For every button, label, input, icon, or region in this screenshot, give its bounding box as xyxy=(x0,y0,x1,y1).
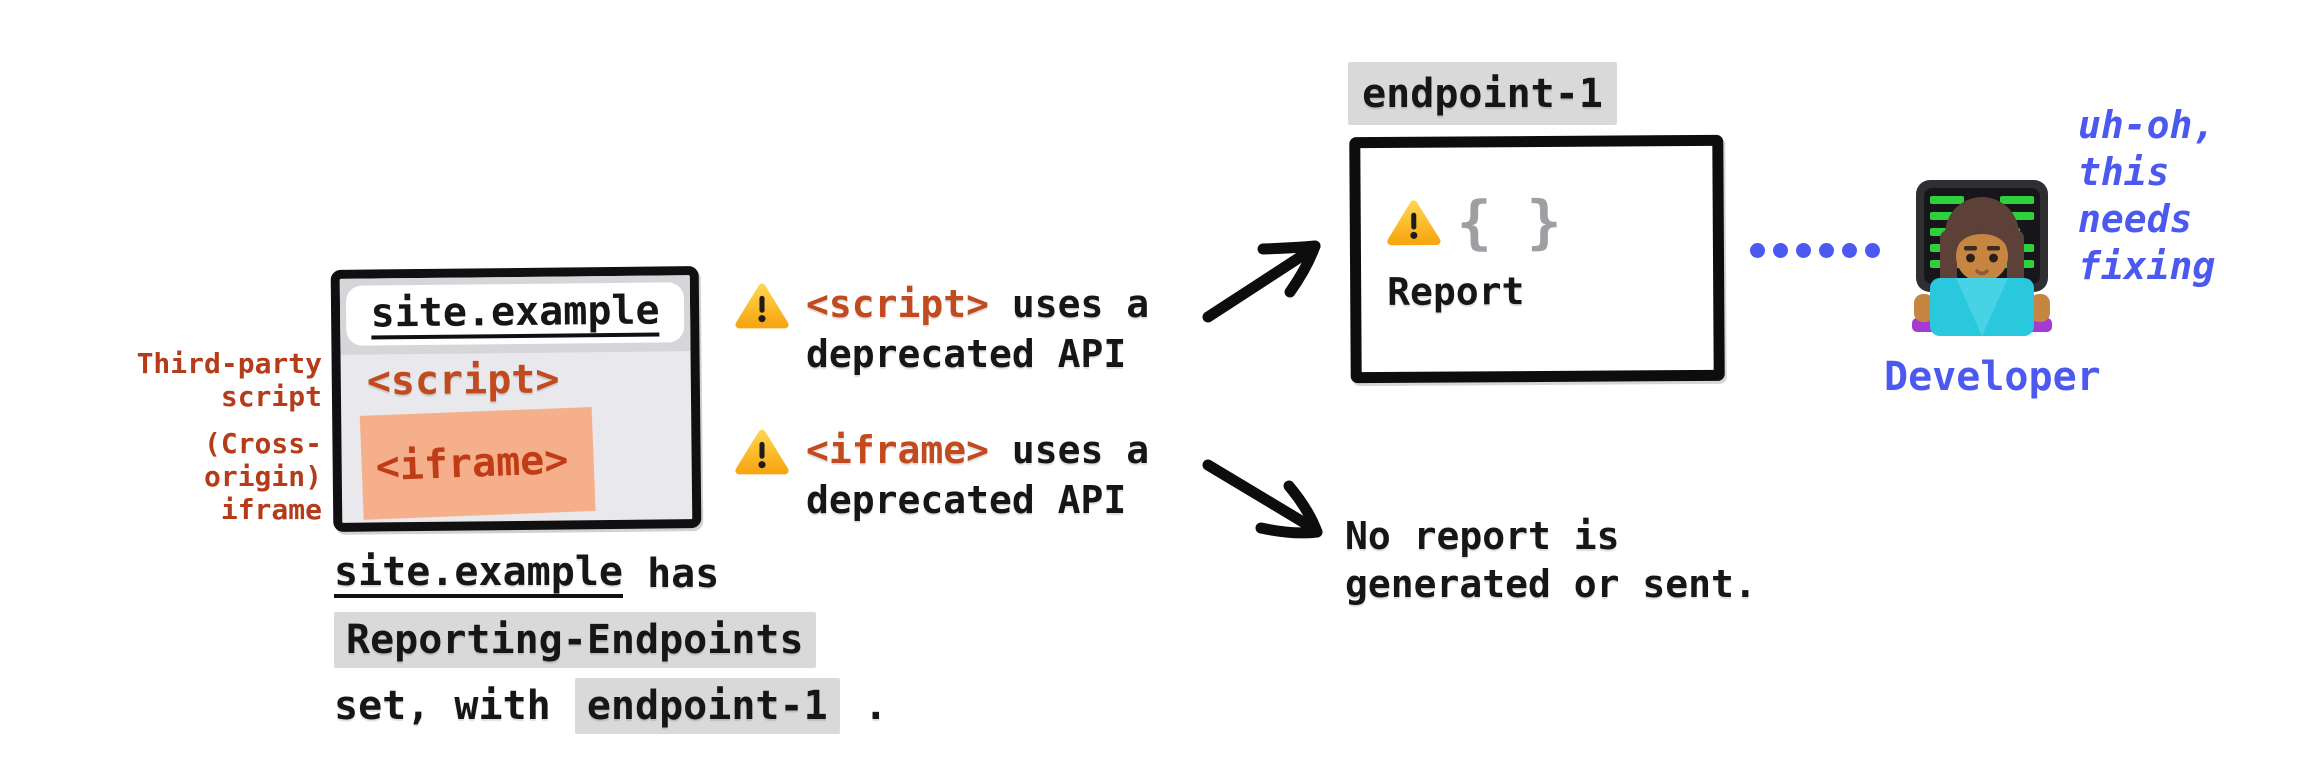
caption-site: site.example xyxy=(334,551,623,598)
caption-header-chip: Reporting-Endpoints xyxy=(334,612,816,668)
url-text: site.example xyxy=(370,287,660,340)
script-tag-text: <script> xyxy=(366,356,560,405)
warning-icon xyxy=(735,283,789,329)
caption-line-2: Reporting-Endpoints xyxy=(334,607,888,673)
report-icons: { } xyxy=(1387,187,1562,257)
endpoint-label: endpoint-1 xyxy=(1348,62,1617,125)
warning-icon xyxy=(1387,200,1441,246)
label-third-party-script: Third-party script xyxy=(136,347,322,413)
iframe-tag-text: <iframe> xyxy=(374,436,570,491)
caption-line-3: set, with endpoint-1 . xyxy=(334,673,888,739)
dot xyxy=(1773,243,1788,258)
dot xyxy=(1796,243,1811,258)
dot xyxy=(1819,243,1834,258)
developer-label: Developer xyxy=(1884,354,2101,400)
json-braces-icon: { } xyxy=(1456,187,1562,257)
no-report-text: No report is generated or sent. xyxy=(1345,514,1757,606)
developer-thought: uh-oh, this needs fixing xyxy=(2078,103,2216,288)
warning-icon xyxy=(735,429,789,475)
caption-line-1: site.example has xyxy=(334,548,720,598)
iframe-highlight: <iframe> xyxy=(359,406,596,520)
warning-script-text: <script> uses a deprecated API xyxy=(806,282,1150,376)
arrow-iframe-to-no-report xyxy=(1202,459,1323,539)
browser-topbar: site.example xyxy=(339,275,691,355)
report-label: Report xyxy=(1387,269,1525,314)
browser-window: site.example <script> <iframe> xyxy=(330,266,702,532)
warning-iframe-text: <iframe> uses a deprecated API xyxy=(806,428,1150,522)
report-box: { } Report xyxy=(1349,134,1725,384)
dot xyxy=(1842,243,1857,258)
caption-endpoint-chip: endpoint-1 xyxy=(574,678,840,734)
label-cross-origin-iframe: (Cross-origin) iframe xyxy=(203,427,322,526)
dotted-line xyxy=(1750,243,1880,258)
dot xyxy=(1865,243,1880,258)
dot xyxy=(1750,243,1765,258)
url-bar: site.example xyxy=(345,282,685,346)
woman-technologist-emoji xyxy=(1912,180,2052,336)
caption: site.example has Reporting-Endpoints set… xyxy=(334,541,888,739)
arrow-script-to-endpoint xyxy=(1202,240,1321,323)
